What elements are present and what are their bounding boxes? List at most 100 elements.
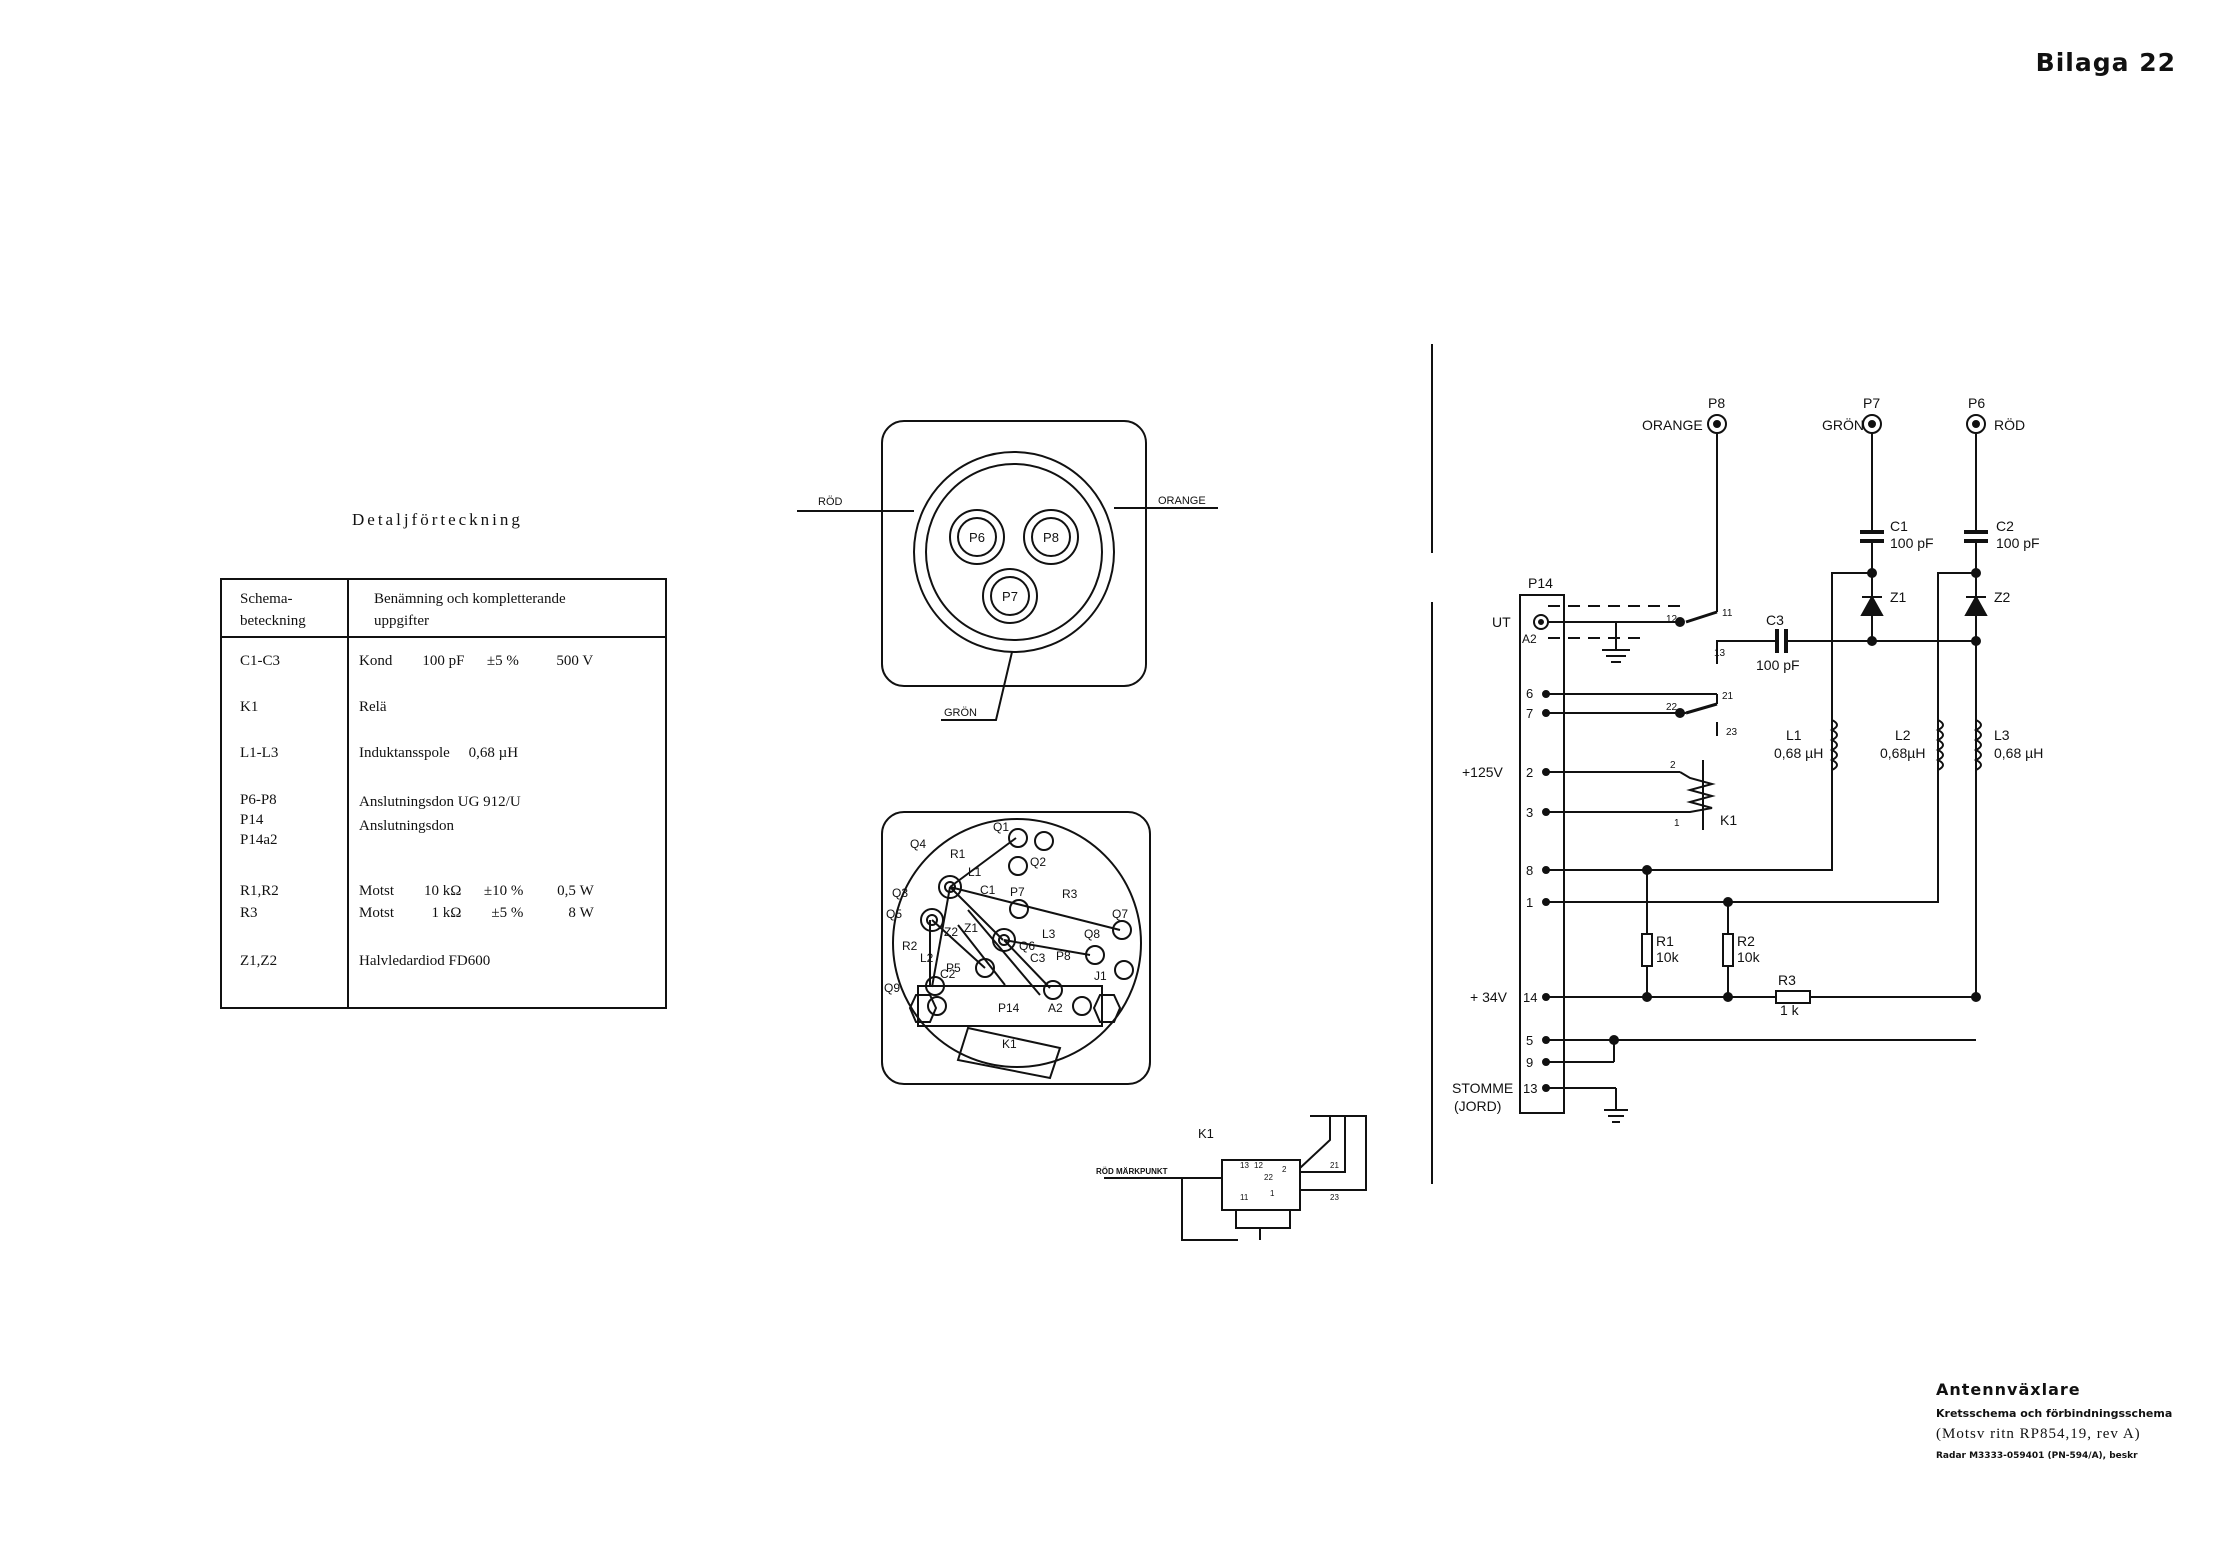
board-label: Z1 [964, 921, 978, 935]
connector-view [797, 420, 1218, 721]
table-row-ref: P6-P8 P14 P14a2 [240, 792, 278, 848]
c3-value: 100 pF [1756, 657, 1800, 673]
relay-pin: 1 [1270, 1189, 1275, 1198]
table-header-divider [222, 636, 665, 638]
ut-label: UT [1492, 614, 1511, 630]
circuit-schematic [1431, 344, 1988, 1184]
l2-label: L2 [1895, 727, 1911, 743]
contact-number: 23 [1726, 727, 1738, 738]
p7-color: GRÖN [1822, 416, 1864, 433]
table-row-desc: Halvledardiod FD600 [359, 953, 491, 969]
board-label: L1 [968, 865, 982, 879]
wire-label-right: ORANGE [1158, 495, 1206, 507]
board-label: Q5 [886, 907, 902, 921]
c2-label: C2 [1996, 518, 2014, 534]
board-label: C1 [980, 883, 996, 897]
r3-label: R3 [1778, 972, 1796, 988]
relay-pin: 2 [1282, 1165, 1287, 1174]
board-label: Q9 [884, 981, 900, 995]
pin-number: 14 [1523, 990, 1537, 1005]
table-row-desc: Kond 100 pF ±5 % 500 V [359, 653, 594, 669]
pin-label: P7 [1002, 589, 1018, 604]
pin-number: 9 [1526, 1055, 1533, 1070]
l1-label: L1 [1786, 727, 1802, 743]
board-view [881, 811, 1151, 1085]
z2-label: Z2 [1994, 589, 2011, 605]
table-row-ref: R1,R2 R3 [240, 883, 279, 921]
title-block: Antennväxlare Kretsschema och förbindnin… [1936, 1380, 2172, 1461]
contact-number: 2 [1670, 760, 1676, 771]
board-label: P14 [998, 1001, 1020, 1015]
parts-list-title: Detaljförteckning [352, 510, 523, 529]
r3-value: 1 k [1780, 1002, 1800, 1018]
a2-label: A2 [1522, 632, 1537, 646]
r2-label: R2 [1737, 933, 1755, 949]
board-label: Q6 [1019, 939, 1035, 953]
table-row-desc: Induktansspole 0,68 µH [359, 745, 519, 761]
relay-pin: 23 [1330, 1193, 1339, 1202]
p6-label: P6 [1968, 395, 1985, 411]
table-divider [347, 580, 349, 1007]
parts-table: Schema- beteckning Benämning och komplet… [220, 578, 667, 1009]
pin-number: 8 [1526, 863, 1533, 878]
board-label: C2 [940, 967, 956, 981]
relay-pin: 13 [1240, 1161, 1249, 1170]
l1-value: 0,68 µH [1774, 745, 1823, 761]
drawing-ref: (Motsv ritn RP854,19, rev A) [1936, 1426, 2141, 1442]
board-label: C3 [1030, 951, 1046, 965]
p14-label: P14 [1528, 575, 1553, 591]
board-label: K1 [1002, 1037, 1017, 1051]
k1-label: K1 [1720, 812, 1737, 828]
ground-label: STOMME [1452, 1080, 1513, 1096]
pin-number: 7 [1526, 706, 1533, 721]
c1-label: C1 [1890, 518, 1908, 534]
header-description: Benämning och kompletterande uppgifter [374, 591, 566, 629]
pin-number: 6 [1526, 686, 1533, 701]
contact-number: 12 [1666, 614, 1678, 625]
wire-label-left: RÖD [818, 496, 843, 508]
p6-color: RÖD [1994, 416, 2025, 433]
table-row-ref: C1-C3 [240, 653, 281, 669]
l3-label: L3 [1994, 727, 2010, 743]
relay-pin: 22 [1264, 1173, 1273, 1182]
pin-label: P6 [969, 530, 985, 545]
board-label: P5 [946, 961, 961, 975]
relay-detail [1104, 1115, 1367, 1241]
board-label: P8 [1056, 949, 1071, 963]
r1-label: R1 [1656, 933, 1674, 949]
page-label: Bilaga 22 [2035, 48, 2176, 77]
supply-125v-label: +125V [1462, 764, 1504, 780]
contact-number: 13 [1714, 648, 1726, 659]
board-label: L2 [920, 951, 934, 965]
l2-value: 0,68µH [1880, 745, 1925, 761]
drawing-doc-number: Radar M3333-059401 (PN-594/A), beskr [1936, 1451, 2138, 1461]
board-label: R1 [950, 847, 966, 861]
supply-34v-label: + 34V [1470, 989, 1508, 1005]
drawing-subtitle: Kretsschema och förbindningsschema [1936, 1407, 2173, 1420]
c1-value: 100 pF [1890, 535, 1934, 551]
board-label: J1 [1094, 969, 1107, 983]
wire-label-bottom: GRÖN [944, 707, 977, 719]
relay-pin: 11 [1240, 1193, 1249, 1202]
board-label: R3 [1062, 887, 1078, 901]
pin-number: 5 [1526, 1033, 1533, 1048]
contact-number: 22 [1666, 702, 1678, 713]
board-label: Q7 [1112, 907, 1128, 921]
table-row-ref: K1 [240, 699, 259, 715]
board-label: L3 [1042, 927, 1056, 941]
board-label: Q2 [1030, 855, 1046, 869]
contact-number: 11 [1722, 608, 1733, 619]
table-row-desc: Motst 10 kΩ ±10 % 0,5 W Motst 1 kΩ ±5 % … [359, 883, 594, 921]
header-schematic-ref: Schema- beteckning [240, 591, 306, 629]
ground-label-sub: (JORD) [1454, 1098, 1501, 1114]
pin-number: 13 [1523, 1081, 1537, 1096]
z1-label: Z1 [1890, 589, 1907, 605]
board-label: Q4 [910, 837, 926, 851]
table-row-desc: Relä [359, 699, 387, 715]
drawing-title: Antennväxlare [1936, 1380, 2081, 1399]
p8-label: P8 [1708, 395, 1725, 411]
relay-marker-label: RÖD MÄRKPUNKT [1096, 1167, 1168, 1176]
board-label: Q8 [1084, 927, 1100, 941]
p8-color: ORANGE [1642, 417, 1703, 433]
